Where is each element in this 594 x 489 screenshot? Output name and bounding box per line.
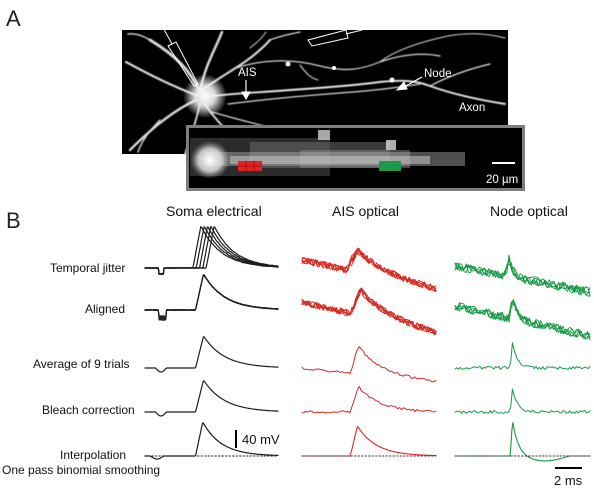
node-trace-bleach xyxy=(454,388,591,414)
node-trace-jitter xyxy=(454,258,591,296)
ais-trace-jitter xyxy=(301,250,437,292)
soma-trace-aligned xyxy=(144,274,279,318)
node-roi-marker xyxy=(379,161,401,171)
pipette-axon-icon xyxy=(307,29,363,47)
voltage-scale-bar-label: 40 mV xyxy=(242,432,280,447)
ais-trace-aligned xyxy=(301,288,437,335)
node-trace-average xyxy=(454,342,591,370)
node-trace-aligned xyxy=(454,301,591,340)
node-label: Node xyxy=(424,68,452,80)
heading-soma-electrical: Soma electrical xyxy=(166,203,262,219)
heading-ais-optical: AIS optical xyxy=(332,203,399,219)
ais-trace-average xyxy=(301,346,437,383)
ais-trace-aligned xyxy=(301,287,437,336)
node-bright-spots xyxy=(285,61,395,83)
node-trace-jitter xyxy=(454,260,591,295)
inset-scale-bar-label: 20 µm xyxy=(486,174,518,186)
trace-panel xyxy=(144,226,591,462)
node-trace-jitter xyxy=(454,262,591,294)
ais-arrow-icon xyxy=(241,80,251,101)
ais-trace-jitter xyxy=(301,250,437,293)
soma-trace-average xyxy=(144,336,279,373)
soma-trace-aligned xyxy=(144,274,279,321)
ais-trace-bleach xyxy=(301,385,437,414)
ais-label: AIS xyxy=(238,67,257,79)
soma xyxy=(183,74,227,118)
axon-label: Axon xyxy=(459,102,485,114)
axon-branch xyxy=(211,63,506,105)
row-label-aligned: Aligned xyxy=(85,302,125,316)
ais-trace-jitter xyxy=(301,250,437,289)
node-trace-interpolation xyxy=(454,421,591,462)
ais-trace-jitter xyxy=(301,248,437,292)
heading-node-optical: Node optical xyxy=(490,203,568,219)
soma-trace-aligned xyxy=(144,274,279,317)
soma-trace-jitter xyxy=(144,226,279,275)
soma-trace-bleach xyxy=(144,380,279,417)
pipette-soma-icon xyxy=(159,21,199,87)
axon-inset: 20 µm xyxy=(186,125,525,191)
row-label-bleach-correction: Bleach correction xyxy=(42,403,135,417)
panel-a-letter: A xyxy=(6,6,21,31)
time-scale-bar-label: 2 ms xyxy=(554,473,583,488)
row-label-interpolation: Interpolation xyxy=(60,448,126,462)
node-arrow-icon xyxy=(395,76,423,91)
row-label-average: Average of 9 trials xyxy=(33,357,130,371)
panel-b-letter: B xyxy=(6,208,21,233)
soma-trace-aligned xyxy=(144,274,279,319)
row-label-temporal-jitter: Temporal jitter xyxy=(50,261,125,275)
row-label-binomial-smoothing: One pass binomial smoothing xyxy=(2,463,160,477)
ais-roi-marker xyxy=(238,161,262,171)
ais-trace-interpolation xyxy=(301,426,437,457)
ais-trace-aligned xyxy=(301,287,437,333)
node-trace-aligned xyxy=(454,301,591,340)
soma-trace-aligned xyxy=(144,274,279,320)
